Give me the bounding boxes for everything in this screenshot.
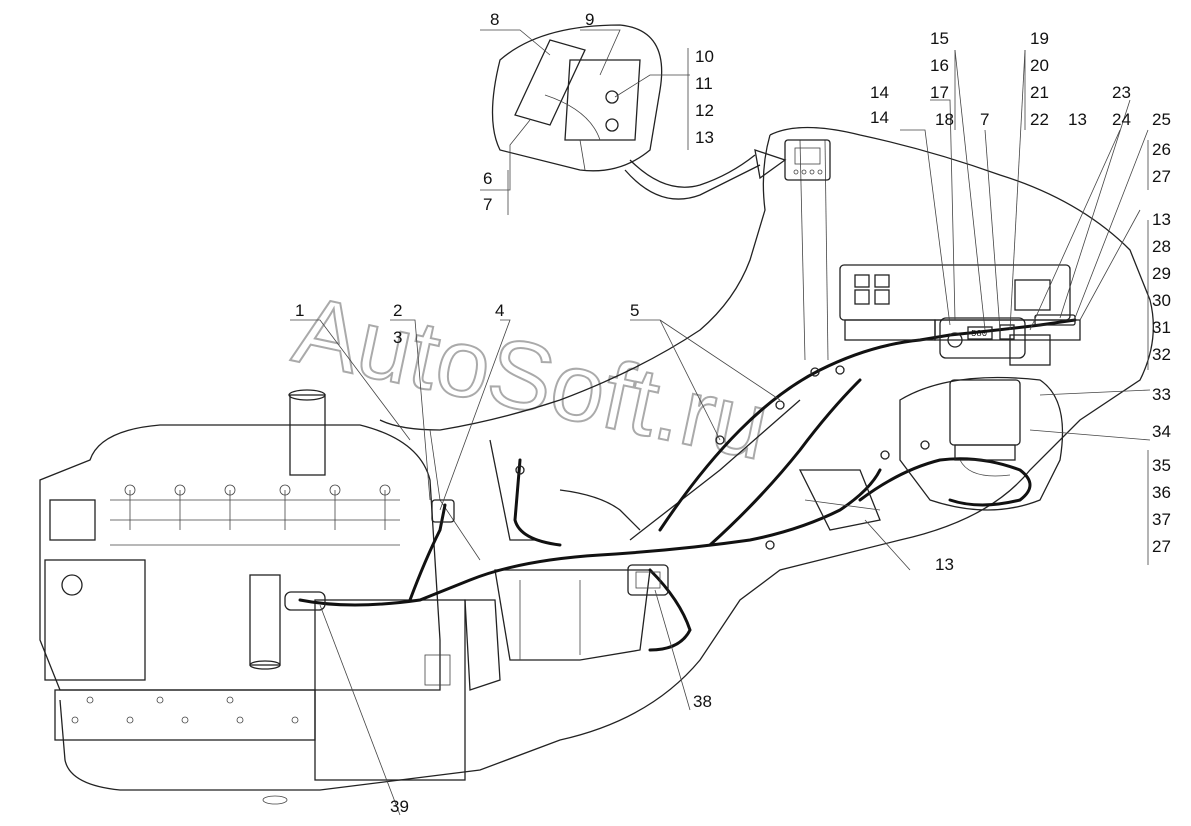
callout-13d: 27 [1152, 537, 1171, 556]
callout-7b: 18 [935, 110, 954, 129]
watermark: AutoSoft.ru [286, 276, 778, 481]
callout-27a: 26 [1152, 140, 1171, 159]
callout-16: 15 [930, 29, 949, 48]
callout-14-label: 14 [870, 108, 889, 127]
callout-17: 16 [930, 56, 949, 75]
leader-lines [290, 29, 1151, 816]
callout-18: 17 [930, 83, 949, 102]
callout-19: 7 [980, 110, 989, 129]
callout-35: 34 [1152, 422, 1171, 441]
main-harness [298, 318, 1077, 652]
callout-25: 24 [1112, 110, 1131, 129]
callout-38: 13 [935, 555, 954, 574]
callout-40: 39 [390, 797, 409, 816]
callout-13c: 27 [1152, 167, 1171, 186]
callout-29: 28 [1152, 237, 1171, 256]
relay-block-4 [431, 499, 455, 523]
indicator-display: 580 [939, 314, 1076, 359]
callout-boxes [507, 48, 1149, 565]
callout-labels: 8 9 10 11 12 13 6 7 15 16 17 18 19 20 21… [295, 10, 1171, 816]
callout-36: 35 [1152, 456, 1171, 475]
sensor-40 [284, 591, 326, 611]
bracket-38 [798, 469, 881, 531]
callout-27b: 37 [1152, 510, 1171, 529]
callout-32: 31 [1152, 318, 1171, 337]
steering-column [489, 399, 801, 541]
callout-4: 4 [495, 301, 504, 320]
callout-34: 33 [1152, 385, 1171, 404]
display-readout: 580 [971, 329, 987, 339]
callout-7a: 7 [483, 195, 492, 214]
callout-15: 14 [870, 83, 889, 102]
engine [39, 389, 441, 805]
callout-20: 19 [1030, 29, 1049, 48]
inset-arrow [624, 149, 787, 200]
callout-28: 13 [1152, 210, 1171, 229]
chassis-frame [464, 569, 651, 691]
callout-10: 10 [695, 47, 714, 66]
inset-panel [491, 24, 663, 172]
callout-13b: 22 [1030, 110, 1049, 129]
callout-24: 23 [1112, 83, 1131, 102]
callout-39: 38 [693, 692, 712, 711]
callout-6: 6 [483, 169, 492, 188]
callout-37: 36 [1152, 483, 1171, 502]
callout-13a: 13 [695, 128, 714, 147]
callout-2: 2 [393, 301, 402, 320]
dash-panel [839, 264, 1081, 366]
control-unit-34 [899, 376, 1064, 511]
callout-26: 25 [1152, 110, 1171, 129]
callout-22: 21 [1030, 83, 1049, 102]
callout-9: 9 [585, 10, 594, 29]
callout-12: 12 [695, 101, 714, 120]
callout-5: 5 [630, 301, 639, 320]
cab-display [784, 139, 831, 181]
callout-31: 30 [1152, 291, 1171, 310]
callout-30: 29 [1152, 264, 1171, 283]
battery-box [314, 599, 466, 781]
callout-21: 20 [1030, 56, 1049, 75]
callout-8: 8 [490, 10, 499, 29]
callout-3: 3 [393, 328, 402, 347]
connector-39 [627, 564, 669, 596]
callout-11: 11 [695, 74, 713, 93]
callout-1: 1 [295, 301, 304, 320]
callout-33: 32 [1152, 345, 1171, 364]
callout-23: 13 [1068, 110, 1087, 129]
